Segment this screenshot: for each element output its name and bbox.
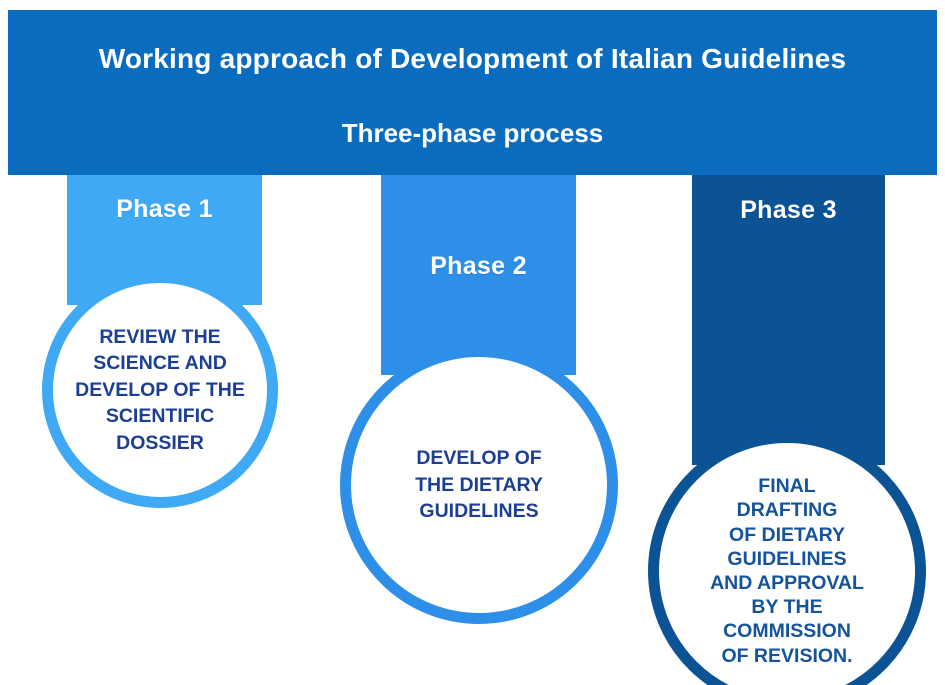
banner-subtitle: Three-phase process [341,117,604,148]
phase-circle-3: FINAL DRAFTING OF DIETARY GUIDELINES AND… [648,432,926,685]
phase-label-3: Phase 3 [740,196,837,224]
header-banner: Working approach of Development of Itali… [8,10,937,175]
banner-title: Working approach of Development of Itali… [98,42,847,74]
phase-circle-text-3: FINAL DRAFTING OF DIETARY GUIDELINES AND… [710,475,864,667]
phase-column-3: Phase 3 [692,175,885,465]
phase-label-2: Phase 2 [430,252,527,280]
phase-label-1: Phase 1 [116,195,213,223]
phase-circle-text-1: REVIEW THE SCIENCE AND DEVELOP OF THE SC… [75,325,245,454]
phase-circle-2: DEVELOP OF THE DIETARY GUIDELINES [340,346,618,624]
phase-circle-1: REVIEW THE SCIENCE AND DEVELOP OF THE SC… [42,272,278,508]
phase-circle-text-2: DEVELOP OF THE DIETARY GUIDELINES [415,447,543,523]
phase-column-2: Phase 2 [381,175,576,375]
